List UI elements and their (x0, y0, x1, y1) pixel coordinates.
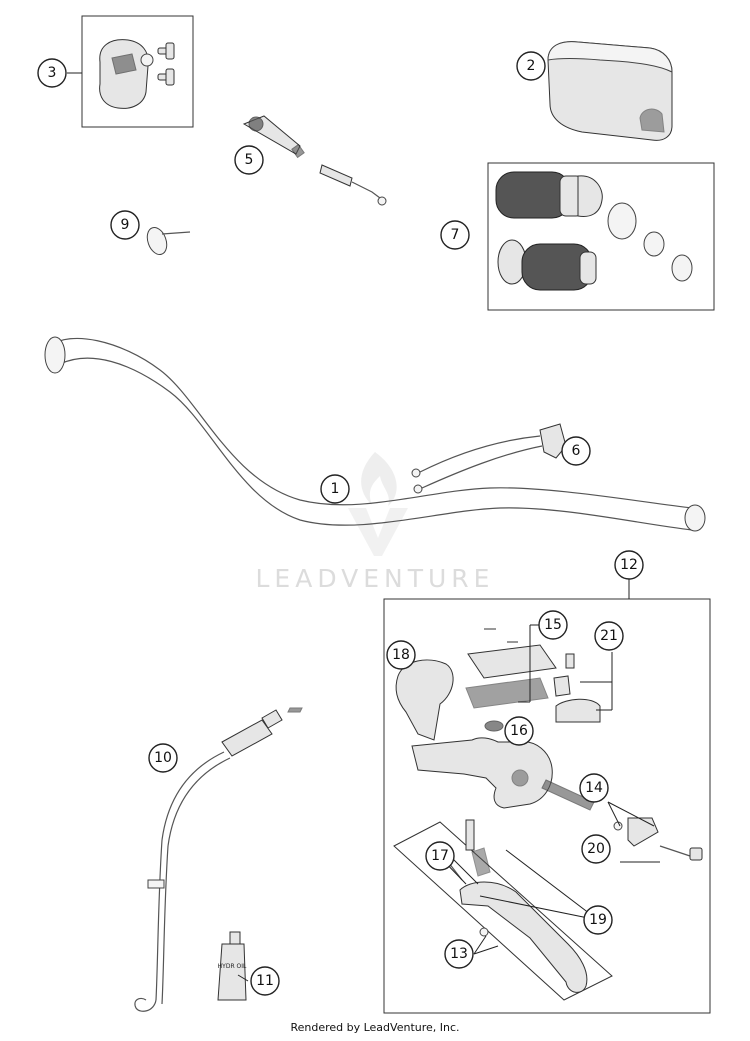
svg-text:15: 15 (544, 617, 562, 633)
svg-text:6: 6 (572, 443, 581, 459)
footer-credit: Rendered by LeadVenture, Inc. (290, 1021, 459, 1034)
callout-3: 3 (37, 58, 67, 88)
part-9-cable-tie (146, 226, 191, 256)
svg-text:21: 21 (600, 628, 618, 644)
callout-2: 2 (516, 51, 546, 81)
callout-21: 21 (594, 621, 624, 651)
svg-text:20: 20 (587, 841, 605, 857)
svg-text:5: 5 (245, 152, 254, 168)
part-13-clutch-lever (393, 819, 613, 1001)
callout-6: 6 (561, 436, 591, 466)
callout-9: 9 (110, 210, 140, 240)
svg-text:17: 17 (431, 848, 449, 864)
watermark-flame-icon (348, 452, 408, 556)
callout-18: 18 (386, 640, 416, 670)
callout-14: 14 (579, 773, 609, 803)
callout-10: 10 (148, 743, 178, 773)
callout-20: 20 (581, 834, 611, 864)
svg-text:19: 19 (589, 912, 607, 928)
callout-15: 15 (538, 610, 568, 640)
part-12-master-cylinder (395, 628, 703, 861)
oil-bottle-label: HYDR OIL (218, 963, 247, 970)
part-7-box (487, 162, 715, 311)
svg-text:18: 18 (392, 647, 410, 663)
part-10-hydraulic-line (134, 707, 303, 1012)
part-11-oil-bottle: HYDR OIL (217, 931, 247, 1001)
callout-12: 12 (614, 550, 644, 580)
callout-13: 13 (444, 939, 474, 969)
part-3-switch-housing (99, 39, 175, 109)
callout-11: 11 (250, 966, 280, 996)
svg-text:9: 9 (121, 217, 130, 233)
part-7-grip-set (495, 171, 693, 291)
svg-text:13: 13 (450, 946, 468, 962)
watermark-text: LEADVENTURE (256, 564, 495, 593)
part-12-box (383, 598, 711, 1014)
part-2-bar-pad (547, 41, 673, 141)
svg-text:7: 7 (451, 227, 460, 243)
leader-lines (237, 624, 660, 982)
svg-text:16: 16 (510, 723, 528, 739)
svg-text:12: 12 (620, 557, 638, 573)
svg-text:14: 14 (585, 780, 603, 796)
svg-text:3: 3 (48, 65, 57, 81)
callout-16: 16 (504, 716, 534, 746)
callout-17: 17 (425, 841, 455, 871)
callout-1: 1 (320, 474, 350, 504)
callout-7: 7 (440, 220, 470, 250)
callout-5: 5 (234, 145, 264, 175)
part-3-box (81, 15, 194, 128)
svg-text:1: 1 (331, 481, 340, 497)
svg-text:2: 2 (527, 58, 536, 74)
part-1-handlebar (44, 336, 706, 532)
part-6-kill-switch (411, 423, 567, 494)
svg-text:11: 11 (256, 973, 274, 989)
svg-text:10: 10 (154, 750, 172, 766)
watermark: LEADVENTURE (256, 452, 495, 593)
callout-19: 19 (583, 905, 613, 935)
part-5-cable-adjuster (242, 115, 387, 206)
